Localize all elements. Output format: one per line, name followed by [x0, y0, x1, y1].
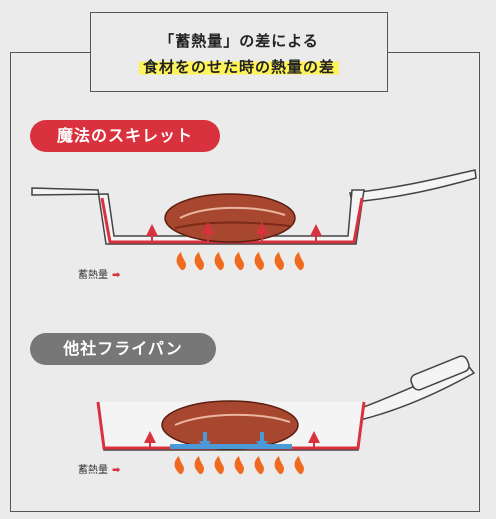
flame-icons [176, 252, 304, 271]
skillet-illustration [31, 169, 477, 271]
title-line-2-text: 食材をのせた時の熱量の差 [138, 58, 339, 76]
title-line-1: 「蓄熱量」の差による [159, 32, 319, 50]
other-pan-label: 他社フライパン [30, 333, 216, 365]
title-box: 「蓄熱量」の差による 食材をのせた時の熱量の差 [90, 12, 388, 92]
meat-icon [161, 400, 299, 450]
legend-label: 蓄熱量 [78, 270, 108, 281]
meat-icon [164, 193, 296, 243]
legend-top: 蓄熱量 ➡ [78, 266, 120, 281]
cooled-zone [170, 444, 292, 449]
legend-label: 蓄熱量 [78, 465, 108, 476]
skillet-body [31, 187, 365, 245]
legend-arrow-icon: ➡ [112, 465, 121, 476]
skillet-label: 魔法のスキレット [30, 120, 220, 152]
legend-bottom: 蓄熱量 ➡ [78, 461, 120, 476]
skillet-handle [349, 169, 477, 203]
title-line-2: 食材をのせた時の熱量の差 [91, 56, 387, 77]
flame-icons [174, 456, 304, 475]
legend-arrow-icon: ➡ [112, 270, 121, 281]
other-pan-illustration [96, 355, 476, 475]
